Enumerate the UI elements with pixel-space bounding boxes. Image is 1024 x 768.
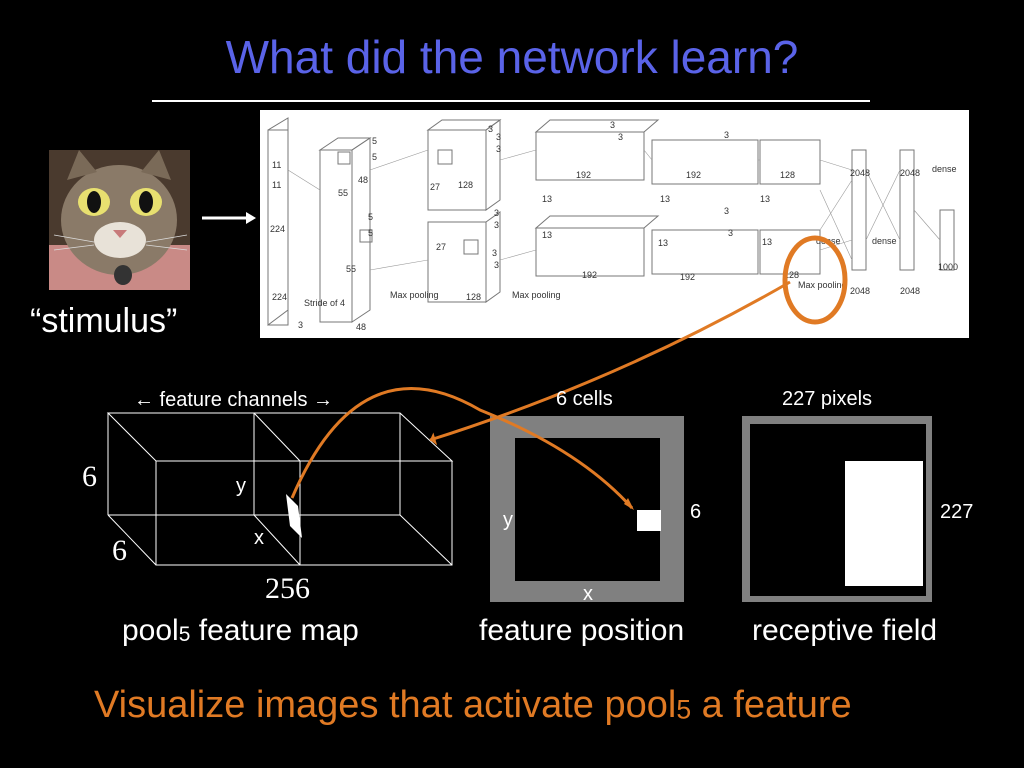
- net-dense-size-1: 2048: [850, 168, 870, 178]
- net-size-9: 13: [542, 230, 552, 240]
- visualize-caption: Visualize images that activate pool5 a f…: [94, 684, 852, 727]
- network-architecture-diagram: 11 11 224 224 3 Stride of 4 Max pooling …: [260, 110, 969, 338]
- net-size-2: 55: [346, 264, 356, 274]
- pool5-caption-sub: 5: [178, 623, 191, 647]
- pool5-caption-prefix: pool: [122, 614, 179, 647]
- net-ch-8: 192: [680, 272, 695, 282]
- net-size-10: 13: [762, 237, 772, 247]
- net-size-1: 55: [338, 188, 348, 198]
- title-divider: [152, 100, 870, 102]
- net-input-dim-3: 224: [270, 224, 285, 234]
- receptive-pixels-label: 227 pixels: [782, 388, 872, 410]
- net-dim-10: 3: [492, 248, 497, 258]
- net-size-5: 13: [542, 194, 552, 204]
- net-dim-7: 3: [496, 144, 501, 154]
- feature-map-depth-label: 6: [112, 534, 127, 567]
- pool5-feature-slice: [286, 494, 302, 538]
- net-maxpool-1: Max pooling: [390, 290, 439, 300]
- feature-channels-label: ← feature channels →: [134, 389, 333, 411]
- net-dim-15: 3: [724, 206, 729, 216]
- slide-title: What did the network learn?: [225, 31, 799, 83]
- net-input-dim-4: 224: [272, 292, 287, 302]
- net-dim-3: 5: [368, 212, 373, 222]
- orange-arrow-slice-to-position: [290, 387, 634, 510]
- pool5-feature-map-caption: pool5 feature map: [122, 614, 359, 648]
- visualize-caption-suffix: a feature: [691, 684, 852, 726]
- net-ch-7: 192: [686, 170, 701, 180]
- net-ch-5: 192: [576, 170, 591, 180]
- net-dim-9: 3: [494, 220, 499, 230]
- net-dim-13: 3: [618, 132, 623, 142]
- net-dim-5: 3: [488, 124, 493, 134]
- net-dim-4: 5: [368, 228, 373, 238]
- feature-position-caption: feature position: [479, 614, 685, 647]
- receptive-field-region: [845, 461, 923, 586]
- position-y-label: y: [503, 509, 513, 531]
- net-dim-14: 3: [724, 130, 729, 140]
- receptive-field-caption: receptive field: [752, 614, 938, 647]
- net-size-4: 27: [436, 242, 446, 252]
- net-input-dim-5: 3: [298, 320, 303, 330]
- feature-position-cell: [637, 510, 661, 531]
- net-ch-6: 192: [582, 270, 597, 280]
- net-maxpool-3: Max pooling: [798, 280, 847, 290]
- net-dense-size-5: 1000: [938, 262, 958, 272]
- receptive-side-label: 227: [940, 501, 973, 523]
- net-size-8: 13: [760, 194, 770, 204]
- net-size-6: 13: [658, 238, 668, 248]
- right-arrow-icon: [202, 212, 256, 224]
- net-ch-3: 128: [458, 180, 473, 190]
- net-dense-3: dense: [872, 236, 897, 246]
- feature-map-y-label: y: [236, 475, 246, 497]
- net-size-3: 27: [430, 182, 440, 192]
- net-maxpool-2: Max pooling: [512, 290, 561, 300]
- net-input-dim-1: 11: [272, 160, 281, 170]
- net-ch-1: 48: [358, 175, 368, 185]
- net-stride-label: Stride of 4: [304, 298, 345, 308]
- feature-map-x-label: x: [254, 527, 264, 549]
- net-dim-2: 5: [372, 152, 377, 162]
- net-dense-size-2: 2048: [900, 168, 920, 178]
- orange-arrow-pool5-to-map: [429, 280, 791, 442]
- net-dense-1: dense: [932, 164, 957, 174]
- position-x-label: x: [583, 583, 593, 605]
- net-dim-12: 3: [610, 120, 615, 130]
- net-dense-size-3: 2048: [850, 286, 870, 296]
- net-dim-11: 3: [494, 260, 499, 270]
- visualize-caption-sub: 5: [676, 694, 692, 725]
- pool5-caption-suffix: feature map: [190, 614, 359, 647]
- net-dim-16: 3: [728, 228, 733, 238]
- net-ch-2: 48: [356, 322, 366, 332]
- feature-map-channels-count: 256: [265, 572, 310, 605]
- visualize-caption-prefix: Visualize images that activate pool: [94, 684, 677, 726]
- net-size-7: 13: [660, 194, 670, 204]
- net-dim-6: 3: [496, 132, 501, 142]
- position-cells-label: 6 cells: [556, 388, 613, 410]
- net-dim-8: 3: [494, 208, 499, 218]
- net-dense-size-4: 2048: [900, 286, 920, 296]
- net-ch-10: 128: [784, 270, 799, 280]
- stimulus-label: “stimulus”: [30, 302, 178, 340]
- cat-stimulus-image: [49, 150, 190, 290]
- net-ch-4: 128: [466, 292, 481, 302]
- net-dim-1: 5: [372, 136, 377, 146]
- position-side-label: 6: [690, 501, 701, 523]
- orange-highlight-circle: [782, 235, 848, 325]
- net-input-dim-2: 11: [272, 180, 281, 190]
- feature-map-height-label: 6: [82, 460, 97, 493]
- net-ch-9: 128: [780, 170, 795, 180]
